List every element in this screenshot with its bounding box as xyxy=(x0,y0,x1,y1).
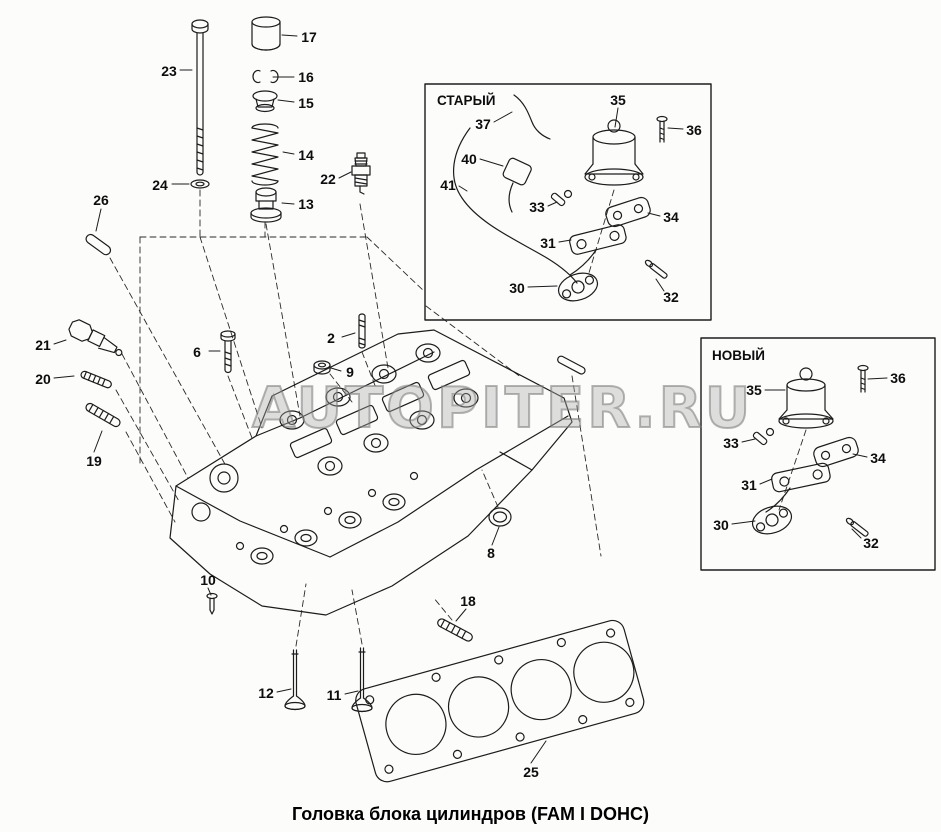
part-22-spark-plug xyxy=(351,152,371,195)
part-label-9: 9 xyxy=(346,364,354,380)
egr-assembly-new xyxy=(751,364,869,537)
part-label-11: 11 xyxy=(326,687,342,703)
part-12-valve xyxy=(284,649,306,711)
part-label-6: 6 xyxy=(193,344,201,360)
part-14-valve-spring xyxy=(251,123,279,186)
diagram-caption: Головка блока цилиндров (FAM I DOHC) xyxy=(292,804,649,824)
part-label-21: 21 xyxy=(35,337,51,353)
part-8-cup-plug xyxy=(488,507,512,527)
part-23-head-bolt xyxy=(191,19,209,176)
part-19-stud-long xyxy=(85,402,121,428)
part-label-18: 18 xyxy=(460,593,476,609)
part-label-33: 33 xyxy=(723,435,739,451)
part-label-30: 30 xyxy=(713,517,729,533)
part-11-valve xyxy=(351,647,373,713)
part-label-32: 32 xyxy=(863,535,879,551)
part-24-washer xyxy=(190,179,210,189)
egr-assembly-old xyxy=(453,94,668,302)
part-label-16: 16 xyxy=(298,69,314,85)
part-label-23: 23 xyxy=(161,63,177,79)
part-label-36: 36 xyxy=(890,370,906,386)
part-17-tappet xyxy=(251,16,281,51)
old-version-box xyxy=(424,83,712,321)
part-label-35: 35 xyxy=(610,92,626,108)
part-label-26: 26 xyxy=(93,192,109,208)
part-6-bolt xyxy=(220,330,236,374)
part-label-30: 30 xyxy=(509,280,525,296)
new-version-box xyxy=(700,337,936,571)
part-label-20: 20 xyxy=(35,371,51,387)
part-label-31: 31 xyxy=(540,235,556,251)
part-label-34: 34 xyxy=(663,209,679,225)
part-label-41: 41 xyxy=(440,177,456,193)
label-leader-lines xyxy=(53,34,888,764)
part-label-31: 31 xyxy=(741,477,757,493)
part-label-37: 37 xyxy=(475,116,491,132)
part-21-sensor xyxy=(68,319,123,357)
part-label-2: 2 xyxy=(327,330,335,346)
part-label-33: 33 xyxy=(529,199,545,215)
part-26-dowel-pin xyxy=(85,233,112,256)
part-label-24: 24 xyxy=(152,177,168,193)
part-20-stud-short xyxy=(80,370,112,389)
cylinder-head-body xyxy=(169,329,586,616)
part-label-40: 40 xyxy=(461,151,477,167)
part-label-10: 10 xyxy=(200,572,216,588)
part-label-19: 19 xyxy=(86,453,102,469)
part-10-small-bolt xyxy=(206,592,218,615)
part-18-stud xyxy=(437,618,473,642)
part-label-22: 22 xyxy=(320,171,336,187)
part-label-25: 25 xyxy=(523,764,539,780)
part-2-stud xyxy=(358,313,366,349)
part-label-17: 17 xyxy=(301,29,317,45)
construction-lines xyxy=(109,189,807,647)
part-25-head-gasket xyxy=(355,619,645,783)
part-label-15: 15 xyxy=(298,95,314,111)
part-label-35: 35 xyxy=(746,382,762,398)
new-version-title: НОВЫЙ xyxy=(712,348,765,363)
part-label-12: 12 xyxy=(258,685,274,701)
part-13-valve-seal xyxy=(250,187,282,223)
old-version-title: СТАРЫЙ xyxy=(437,93,496,108)
part-15-spring-retainer xyxy=(252,90,278,113)
part-9-bushing xyxy=(313,360,331,375)
part-label-13: 13 xyxy=(298,196,314,212)
part-label-34: 34 xyxy=(870,450,886,466)
part-label-32: 32 xyxy=(663,289,679,305)
part-label-36: 36 xyxy=(686,122,702,138)
part-label-14: 14 xyxy=(298,147,314,163)
part-label-8: 8 xyxy=(487,545,495,561)
